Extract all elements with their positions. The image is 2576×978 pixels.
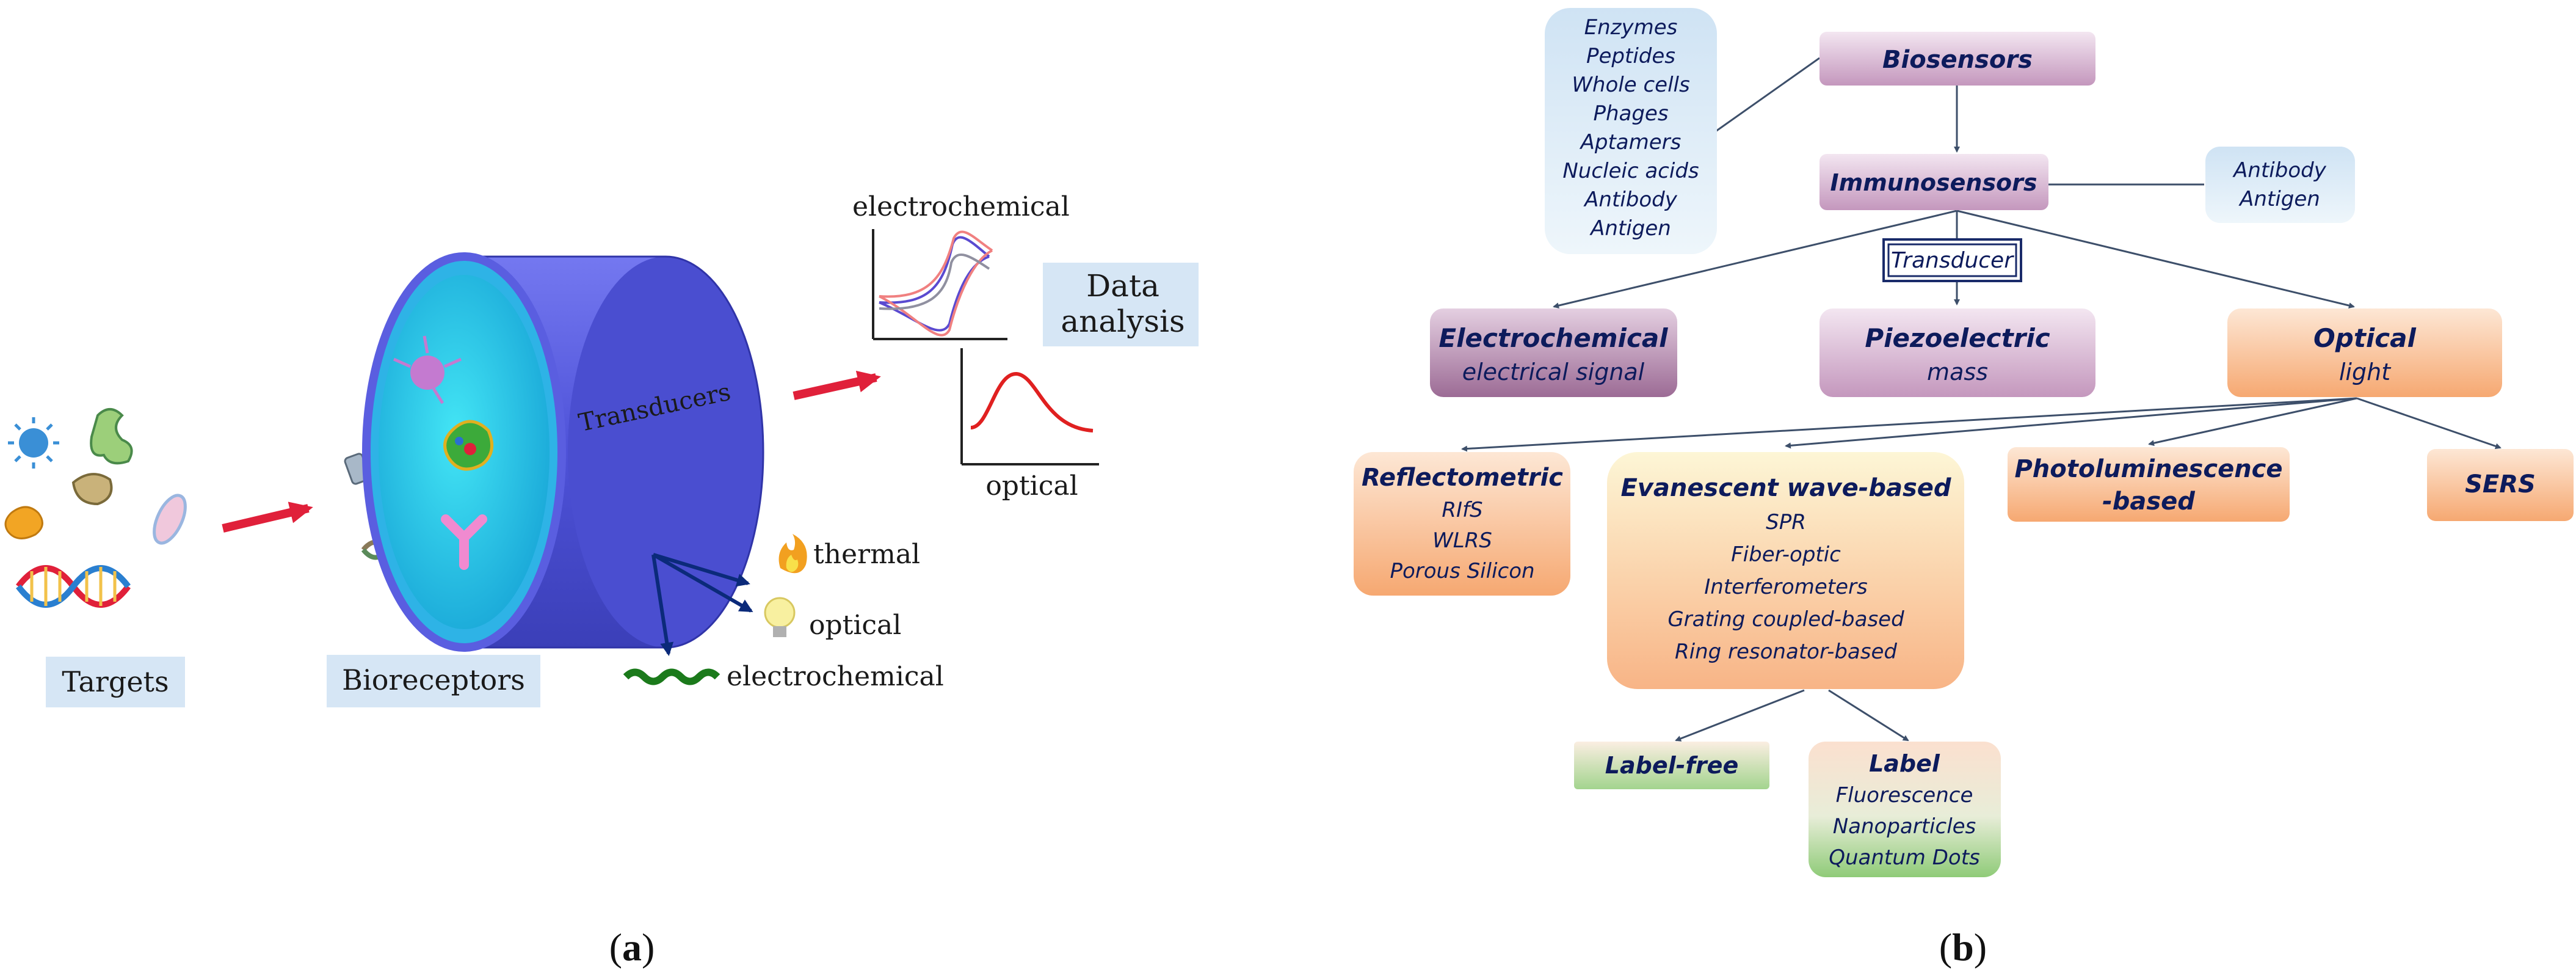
evanescent-item: Grating coupled-based — [1667, 607, 1904, 632]
output-arrows — [651, 553, 753, 656]
bioreceptor-list: Enzymes Peptides Whole cells Phages Apta… — [1562, 15, 1699, 241]
electrochemical-sub: electrical signal — [1462, 359, 1645, 385]
list-item: Nucleic acids — [1562, 159, 1699, 183]
bioreceptors-label: Bioreceptors — [342, 663, 525, 696]
immuno-antigen: Antigen — [2238, 187, 2320, 211]
data-analysis-line2: analysis — [1061, 304, 1185, 339]
electrochemical-output-label: electrochemical — [727, 661, 944, 692]
reflectometric-item: Porous Silicon — [1390, 559, 1534, 583]
biosensors-box — [1820, 32, 2095, 86]
label-item: Quantum Dots — [1829, 845, 1980, 870]
optical-plot — [960, 348, 1099, 465]
list-item: Antibody — [1583, 188, 1678, 212]
optical-plot-label: optical — [985, 470, 1078, 502]
virus-icon — [8, 417, 59, 469]
evanescent-item: Ring resonator-based — [1675, 640, 1897, 664]
immuno-recognition-box — [2205, 147, 2355, 223]
evanescent-item: Fiber-optic — [1731, 542, 1841, 567]
immuno-antibody: Antibody — [2232, 158, 2327, 183]
sers-box — [2427, 449, 2574, 521]
piezoelectric-sub: mass — [1927, 359, 1988, 385]
reflectometric-item: WLRS — [1432, 528, 1492, 553]
electrode-icon — [623, 668, 720, 685]
bioreceptors-label-box — [327, 655, 540, 707]
protein-receptor-icon — [443, 420, 494, 471]
label-free-box — [1574, 742, 1769, 789]
photoluminescence-box — [2008, 447, 2290, 522]
dna-icon — [16, 565, 131, 608]
electrochemical-plot-label: electrochemical — [852, 191, 1070, 222]
label-item: Fluorescence — [1836, 783, 1973, 808]
targets-label: Targets — [62, 665, 169, 698]
photoluminescence-line1: Photoluminescence — [2014, 455, 2282, 483]
cell-receptor-icon — [393, 335, 462, 404]
reflectometric-item: RIfS — [1442, 498, 1482, 522]
list-item: Antigen — [1589, 216, 1671, 241]
bacterium-icon — [153, 494, 187, 545]
reflectometric-box — [1354, 452, 1570, 596]
list-item: Aptamers — [1580, 130, 1682, 155]
antibody-icon — [441, 514, 487, 570]
flow-arrow-2 — [793, 370, 881, 400]
thermal-label: thermal — [813, 539, 920, 570]
transducer-cylinder: Transducers — [362, 252, 764, 652]
flame-icon — [778, 534, 807, 574]
biosensors-label: Biosensors — [1882, 46, 2033, 74]
enzyme-icon — [4, 506, 43, 539]
list-item: Enzymes — [1584, 15, 1678, 40]
lightbulb-icon — [764, 597, 796, 637]
transducer-label: Transducer — [1891, 248, 2014, 273]
immunosensors-label: Immunosensors — [1830, 169, 2037, 196]
cv-plot — [872, 229, 1007, 340]
photoluminescence-line2: -based — [2102, 487, 2195, 516]
data-analysis-box — [1043, 263, 1199, 346]
optical-box — [2227, 308, 2502, 397]
bioreceptor-list-box — [1545, 8, 1717, 254]
evanescent-item: SPR — [1766, 510, 1806, 535]
connector-lines — [1461, 57, 2502, 742]
panel-a: Targets Bioreceptors — [4, 191, 1199, 969]
reflectometric-title: Reflectometric — [1362, 464, 1563, 492]
data-analysis-line1: Data — [1086, 268, 1159, 304]
transducer-box — [1882, 238, 2022, 282]
electrochemical-box — [1430, 308, 1677, 397]
optical-sub: light — [2339, 359, 2392, 385]
evanescent-title: Evanescent wave-based — [1620, 474, 1951, 502]
evanescent-item: Interferometers — [1704, 575, 1867, 599]
label-item: Nanoparticles — [1833, 814, 1976, 839]
optical-title: Optical — [2313, 323, 2416, 353]
label-title: Label — [1869, 750, 1940, 777]
flow-arrow-1 — [222, 502, 313, 533]
list-item: Peptides — [1586, 44, 1675, 68]
caption-b: (b) — [1939, 925, 1987, 969]
label-free-label: Label-free — [1605, 752, 1738, 779]
immunosensors-box — [1820, 154, 2048, 210]
piezoelectric-box — [1820, 308, 2095, 397]
targets-illustration — [4, 408, 187, 608]
protein-icon — [71, 408, 133, 506]
sers-label: SERS — [2465, 470, 2536, 498]
caption-a: (a) — [609, 925, 655, 969]
electrochemical-title: Electrochemical — [1439, 323, 1668, 353]
list-item: Phages — [1593, 101, 1668, 126]
evanescent-box — [1607, 452, 1964, 689]
label-box — [1809, 742, 2001, 877]
panel-b: Enzymes Peptides Whole cells Phages Apta… — [1354, 8, 2574, 969]
optical-output-label: optical — [809, 610, 901, 641]
list-item: Whole cells — [1572, 73, 1689, 97]
targets-label-box — [46, 657, 185, 707]
piezoelectric-title: Piezoelectric — [1865, 323, 2050, 353]
